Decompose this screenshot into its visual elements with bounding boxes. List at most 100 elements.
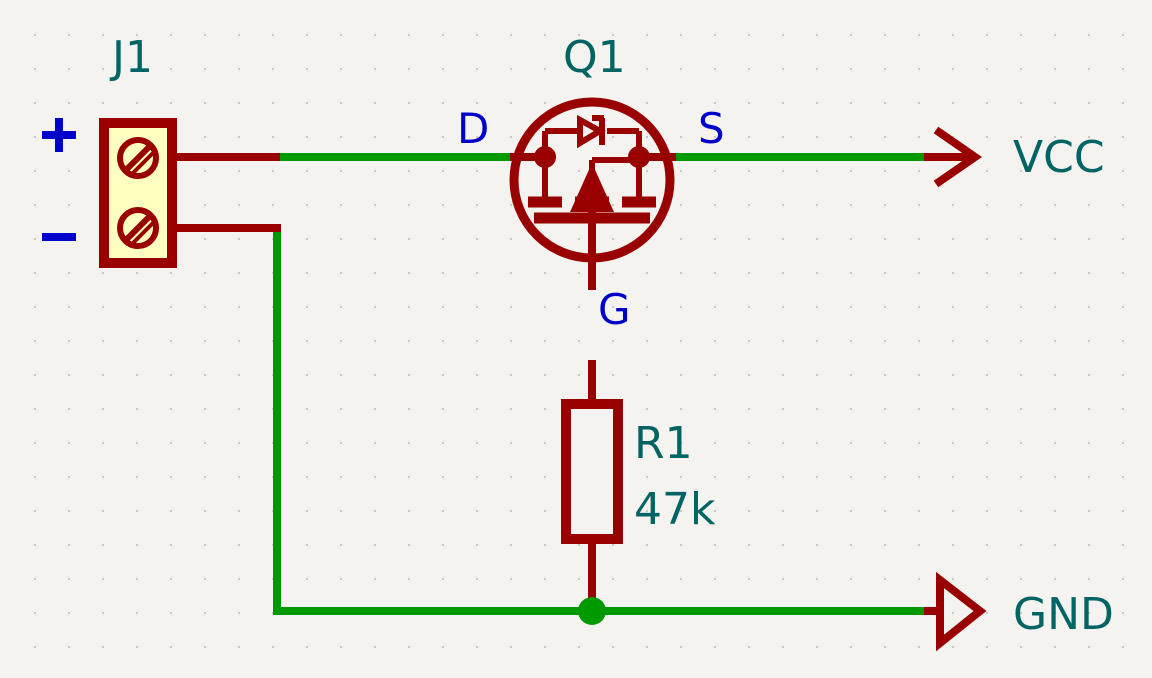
grid-dot (544, 442, 546, 444)
grid-dot (714, 476, 716, 478)
wire-net-gnd[interactable] (273, 228, 940, 615)
grid-dot (816, 544, 818, 546)
power-port-gnd[interactable]: GND (924, 571, 1114, 652)
grid-dot (544, 374, 546, 376)
grid-dot (340, 68, 342, 70)
grid-dot (1088, 136, 1090, 138)
grid-dot (782, 204, 784, 206)
grid-dot (102, 544, 104, 546)
grid-dot (238, 442, 240, 444)
grid-dot (136, 340, 138, 342)
j1-body[interactable] (99, 118, 177, 268)
grid-dot (918, 408, 920, 410)
grid-dot (102, 578, 104, 580)
component-q1[interactable]: Q1 D S G (457, 32, 725, 334)
grid-dot (918, 578, 920, 580)
grid-dot (510, 374, 512, 376)
grid-dot (544, 272, 546, 274)
grid-dot (102, 442, 104, 444)
grid-dot (850, 578, 852, 580)
grid-dot (850, 102, 852, 104)
grid-dot (204, 204, 206, 206)
grid-dot (544, 68, 546, 70)
grid-dot (408, 340, 410, 342)
grid-dot (714, 68, 716, 70)
grid-dot (408, 544, 410, 546)
grid-dot (646, 306, 648, 308)
grid-dot (816, 646, 818, 648)
grid-dot (612, 170, 614, 172)
grid-dot (442, 102, 444, 104)
grid-dot (374, 238, 376, 240)
grid-dot (612, 34, 614, 36)
q1-channel-arrow-head (570, 163, 614, 212)
grid-dot (578, 238, 580, 240)
power-port-vcc[interactable]: VCC (924, 126, 1105, 188)
grid-dot (170, 476, 172, 478)
grid-dot (1088, 306, 1090, 308)
grid-dot (782, 476, 784, 478)
grid-dot (816, 442, 818, 444)
grid-dot (782, 102, 784, 104)
grid-dot (238, 34, 240, 36)
grid-dot (374, 136, 376, 138)
grid-dot (1020, 442, 1022, 444)
component-j1[interactable]: J1 (42, 32, 281, 268)
grid-dot (374, 272, 376, 274)
grid-dot (408, 170, 410, 172)
grid-dot (850, 34, 852, 36)
r1-body[interactable] (561, 399, 623, 544)
junction-dot-gnd[interactable] (578, 597, 606, 625)
grid-dot (510, 476, 512, 478)
grid-dot (748, 408, 750, 410)
grid-dot (646, 578, 648, 580)
grid-dot (748, 578, 750, 580)
grid-dot (680, 374, 682, 376)
grid-dot (442, 578, 444, 580)
grid-dot (680, 306, 682, 308)
grid-dot (884, 476, 886, 478)
grid-dot (306, 442, 308, 444)
grid-dot (238, 340, 240, 342)
grid-dot (374, 408, 376, 410)
grid-dot (544, 646, 546, 648)
grid-dot (136, 374, 138, 376)
grid-dot (986, 238, 988, 240)
grid-dot (952, 272, 954, 274)
grid-dot (1020, 204, 1022, 206)
grid-dot (1122, 578, 1124, 580)
grid-dot (510, 408, 512, 410)
grid-dot (918, 238, 920, 240)
grid-dot (612, 340, 614, 342)
grid-dot (986, 510, 988, 512)
grid-dot (850, 306, 852, 308)
grid-dot (408, 272, 410, 274)
gnd-label: GND (1013, 589, 1114, 640)
grid-dot (442, 34, 444, 36)
grid-dot (306, 306, 308, 308)
grid-dot (34, 340, 36, 342)
grid-dot (816, 204, 818, 206)
grid-dot (884, 204, 886, 206)
grid-dot (714, 340, 716, 342)
component-r1[interactable]: R1 47k (561, 360, 716, 611)
grid-dot (238, 68, 240, 70)
grid-dot (476, 102, 478, 104)
grid-dot (578, 34, 580, 36)
grid-dot (102, 646, 104, 648)
grid-dot (918, 306, 920, 308)
grid-dot (986, 102, 988, 104)
grid-dot (136, 306, 138, 308)
grid-dot (646, 340, 648, 342)
grid-dot (714, 306, 716, 308)
grid-dot (884, 442, 886, 444)
grid-dot (646, 136, 648, 138)
grid-dot (272, 646, 274, 648)
grid-dot (374, 102, 376, 104)
grid-dot (340, 306, 342, 308)
grid-dot (544, 578, 546, 580)
grid-dot (306, 544, 308, 546)
grid-dot (136, 544, 138, 546)
grid-dot (204, 476, 206, 478)
grid-dot (170, 510, 172, 512)
